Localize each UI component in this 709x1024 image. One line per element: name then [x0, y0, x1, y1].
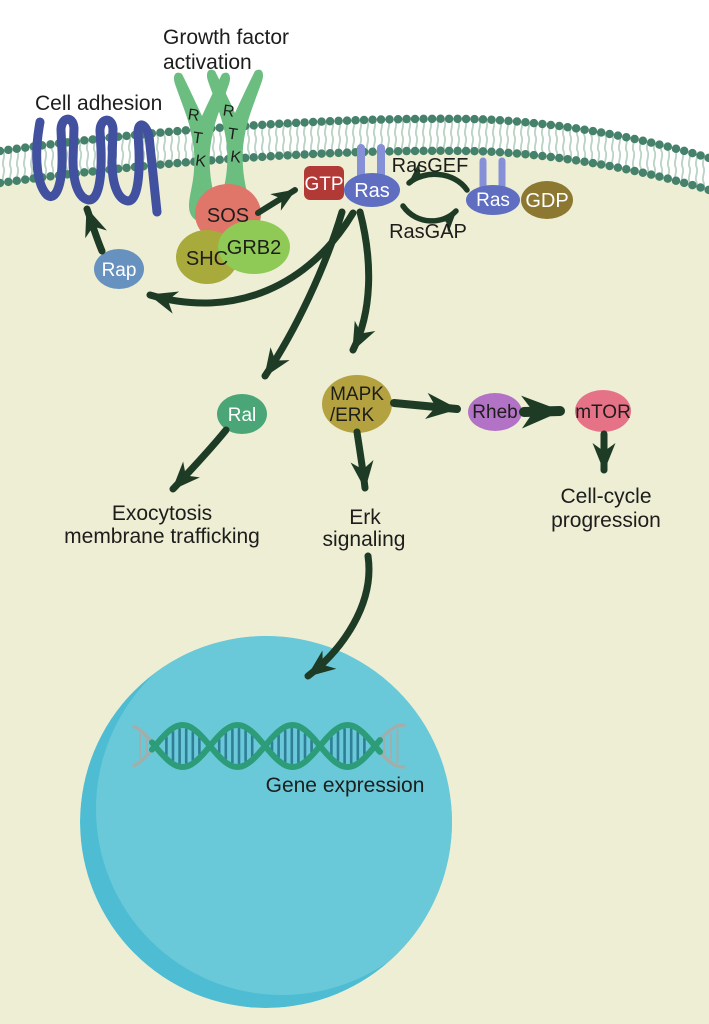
arrow-erk-to-nucleus [304, 552, 373, 680]
exocytosis-label-line1: Exocytosis [112, 502, 212, 525]
gtp-label: GTP [304, 174, 343, 195]
ras-gtp-node [344, 173, 400, 207]
gdp-label: GDP [525, 190, 568, 212]
arrow-ras-to-ral [261, 208, 346, 380]
rap-label: Rap [102, 260, 137, 281]
grb2-node [218, 220, 290, 274]
dna-strand-end [132, 747, 154, 768]
dna-strand-end [132, 724, 154, 745]
membrane-lipid-band [0, 118, 709, 190]
gdp-node [521, 181, 573, 219]
membrane-inner-heads [0, 146, 709, 195]
rasgef-label: RasGEF [392, 155, 469, 177]
erk-signaling-label-line2: signaling [323, 528, 406, 551]
exocytosis-label-line2: membrane trafficking [64, 525, 260, 548]
arrow-mapk-to-rheb [390, 392, 461, 420]
ras-gdp-label: Ras [476, 190, 510, 211]
mtor-label: mTOR [575, 402, 631, 423]
rtk-letters-left: R T K [187, 106, 208, 170]
mtor-node [575, 390, 631, 432]
arrow-rasgef-cycle [406, 162, 470, 193]
dna-helix [132, 721, 406, 771]
protein-nodes [94, 166, 631, 434]
rasgap-label: RasGAP [389, 221, 467, 243]
nucleus-body [96, 636, 452, 995]
mapk-label-line2: /ERK [330, 405, 375, 426]
erk-signaling-label-line1: Erk [349, 506, 381, 529]
node-labels: SOS SHC GRB2 GTP Ras Ras GDP Rap Ral MAP… [102, 174, 631, 426]
arrow-rap-to-adhesion [83, 205, 107, 255]
rap-node [94, 249, 144, 289]
signal-arrows [83, 162, 616, 680]
arrow-ras-to-mapk [349, 208, 376, 354]
rtk-letter-k: K [194, 152, 207, 170]
gtp-node [304, 166, 344, 200]
rheb-label: Rheb [472, 402, 517, 423]
plasma-membrane [0, 114, 709, 195]
rheb-node [468, 393, 522, 431]
dna-strand [149, 721, 383, 771]
arrow-sos-to-gtp [255, 187, 298, 216]
rtk-receptor-right [206, 69, 264, 219]
rtk-receptors: R T K R T K [173, 69, 264, 222]
mapk-erk-node [322, 375, 392, 433]
cell-cycle-label-line1: Cell-cycle [560, 485, 651, 508]
cell-cycle-label-line2: progression [551, 509, 661, 532]
rtk-letter-r: R [187, 106, 201, 124]
arrow-rasgap-cycle [400, 203, 459, 233]
cell-adhesion-protein [32, 114, 162, 217]
annotation-labels: Growth factor activation Cell adhesion R… [35, 26, 661, 551]
arrow-mapk-to-erk [350, 428, 374, 492]
rtk-letter-t: T [227, 125, 239, 143]
sos-label: SOS [207, 205, 249, 227]
gene-expression-label: Gene expression [266, 774, 425, 797]
ras-gdp-node [466, 185, 520, 215]
cell-adhesion-label: Cell adhesion [35, 92, 162, 115]
membrane-outer-heads [0, 114, 709, 163]
ral-node [217, 394, 267, 434]
growth-factor-label-line1: Growth factor [163, 26, 289, 49]
rtk-letters-right: R T K [222, 102, 243, 166]
dna-strand-end [378, 750, 406, 769]
growth-factor-label-line2: activation [163, 51, 252, 74]
arrow-ral-to-exocytosis [169, 426, 230, 493]
ral-label: Ral [228, 405, 257, 426]
rtk-receptor-left [173, 72, 231, 222]
shc-label: SHC [186, 248, 228, 270]
rtk-letter-r: R [222, 102, 236, 120]
rtk-letter-t: T [192, 129, 204, 147]
nucleus: Gene expression [80, 636, 452, 1008]
dna-strand-end [378, 723, 406, 742]
grb2-label: GRB2 [227, 237, 281, 259]
ras-gtp-label: Ras [354, 180, 390, 202]
mapk-label-line1: MAPK [330, 384, 384, 405]
rtk-letter-k: K [229, 148, 242, 166]
arrow-rheb-to-mtor [519, 395, 565, 429]
